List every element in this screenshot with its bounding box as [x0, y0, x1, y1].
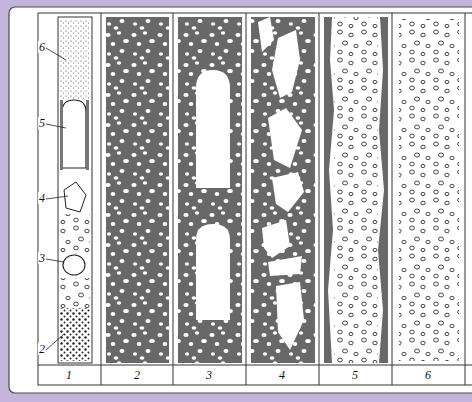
callout-number: 2: [38, 343, 46, 355]
panel-number: 3: [205, 369, 213, 381]
callout-number: 6: [38, 41, 46, 53]
callout-number: 3: [38, 252, 46, 264]
panel-number: 4: [278, 369, 286, 381]
callout-number: 4: [38, 192, 46, 204]
panel-number: 2: [133, 369, 141, 381]
callout-number: 5: [38, 117, 46, 129]
panel-number: 6: [424, 369, 432, 381]
panel-number: 5: [351, 369, 359, 381]
panel-number: 1: [65, 369, 73, 381]
